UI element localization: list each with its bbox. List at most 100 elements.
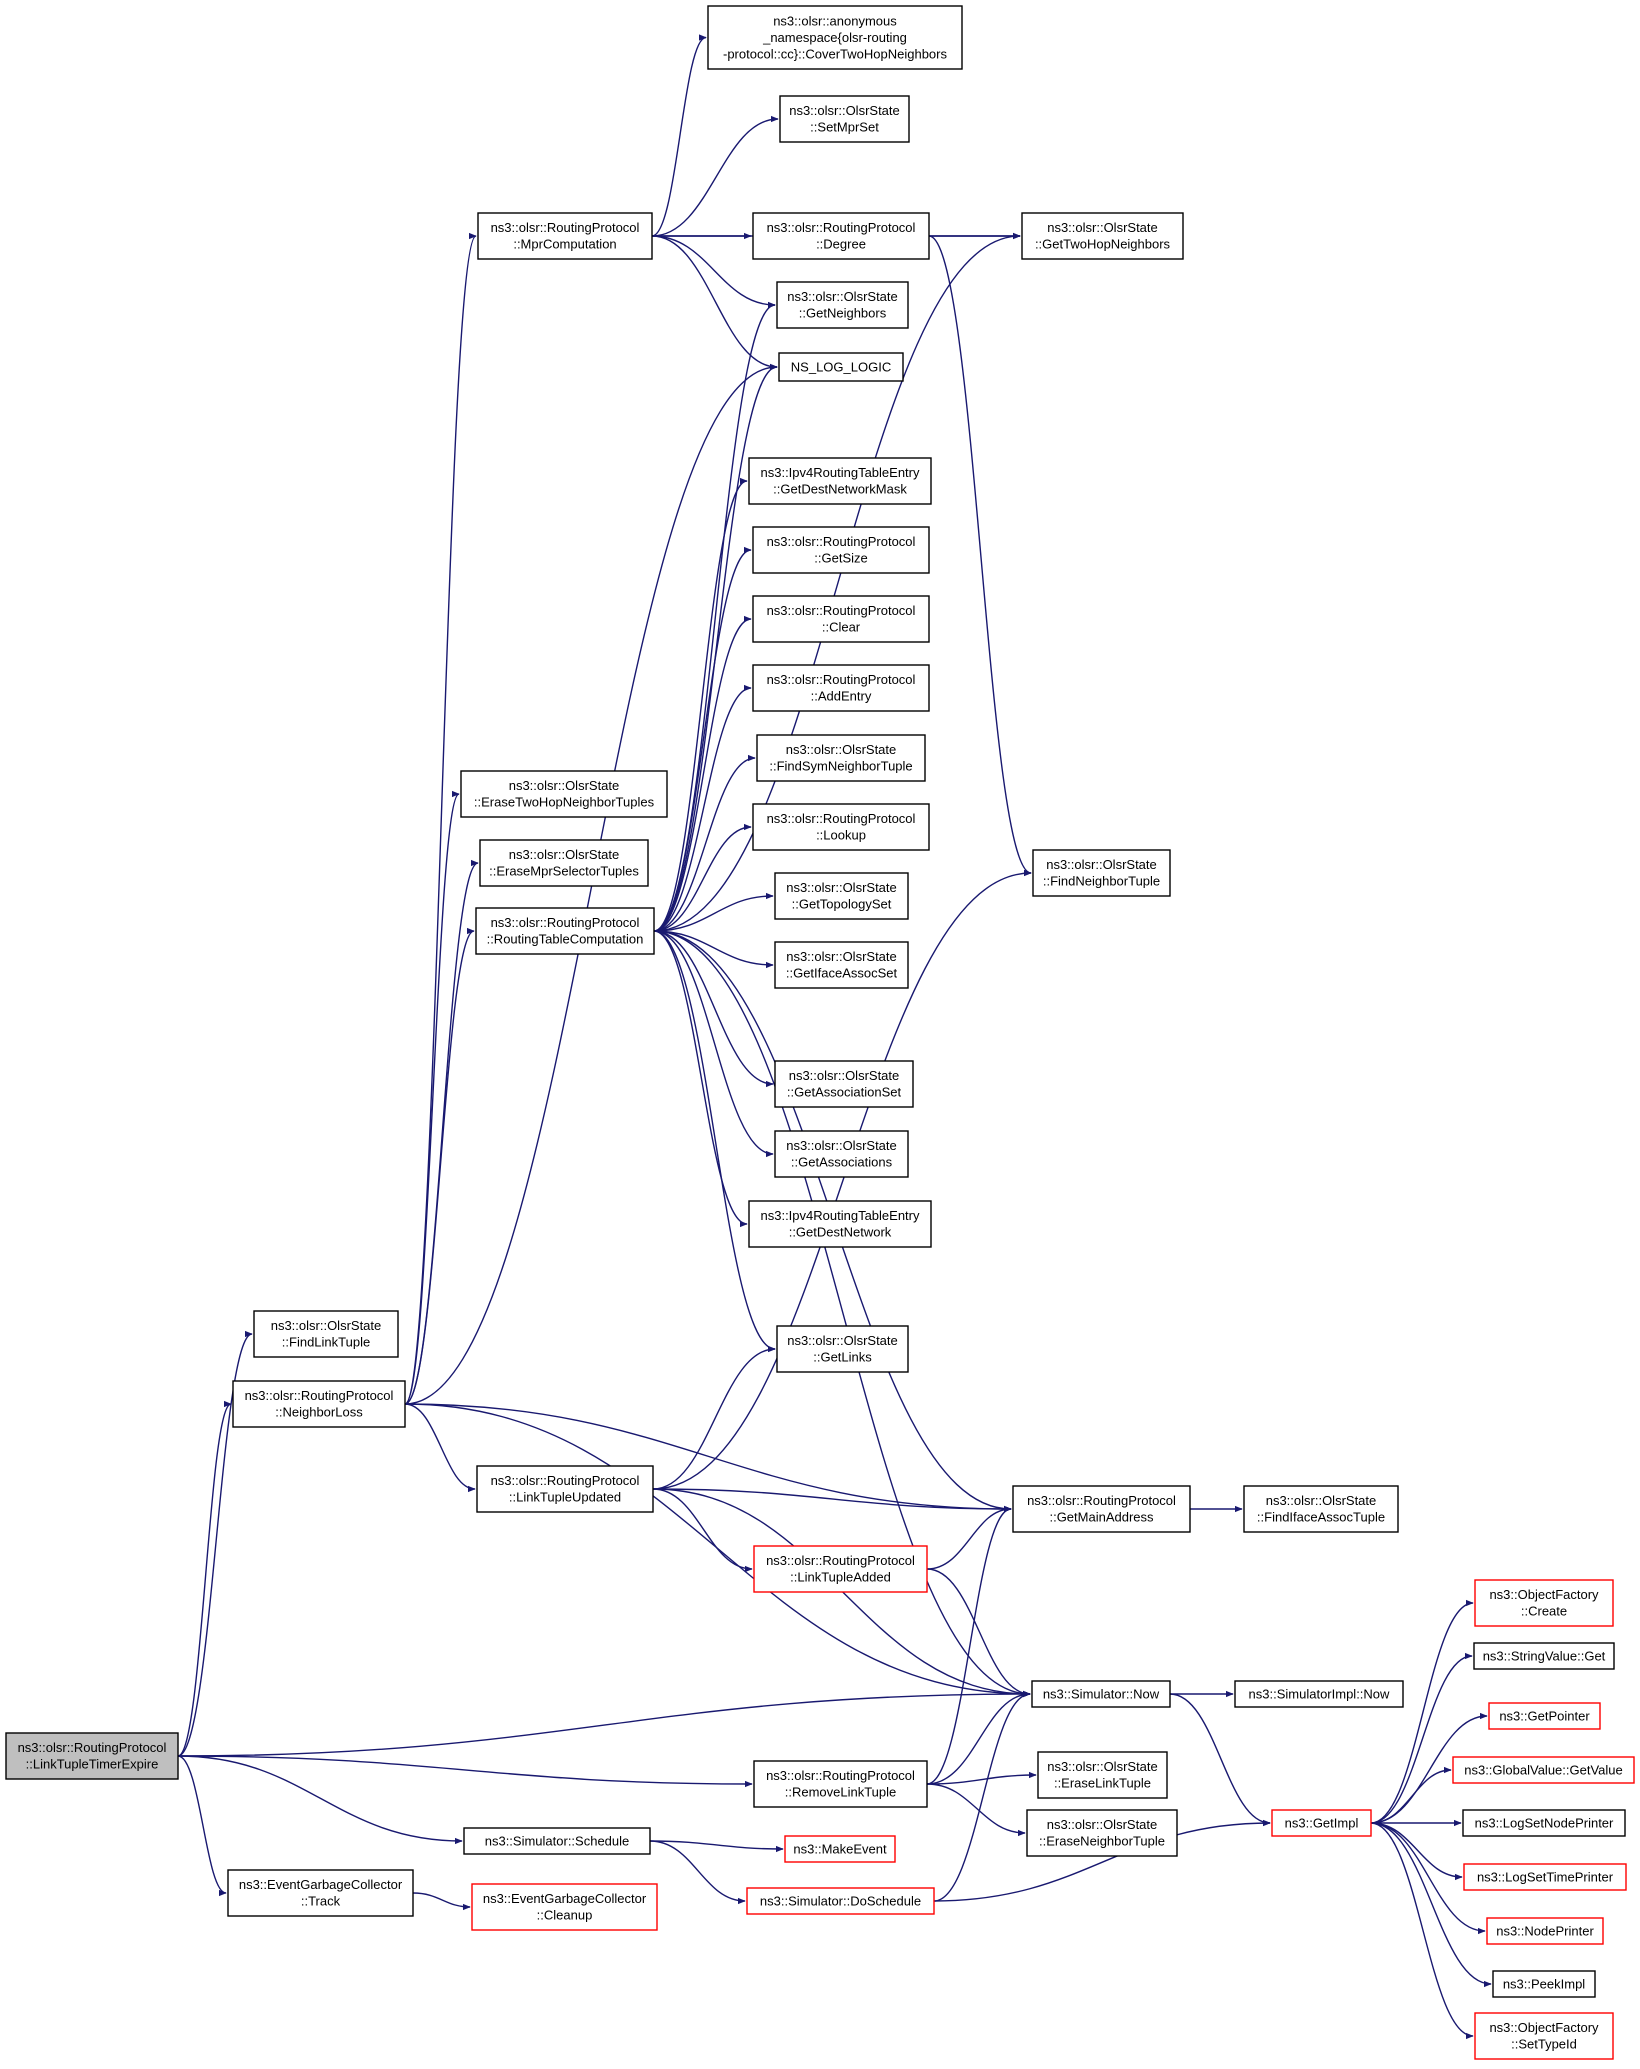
edge-rtc-to-lookup <box>653 823 752 932</box>
node-svGet[interactable]: ns3::StringValue::Get <box>1473 1642 1615 1670</box>
node-getAssocSet[interactable]: ns3::olsr::OlsrState::GetAssociationSet <box>774 1060 914 1108</box>
node-label: ::GetTwoHopNeighbors <box>1035 237 1171 252</box>
edge-mpr-to-getNeighbors <box>651 235 776 309</box>
node-label: ::Track <box>301 1894 341 1909</box>
node-box <box>1486 1917 1604 1945</box>
node-doSchedule[interactable]: ns3::Simulator::DoSchedule <box>746 1887 935 1915</box>
node-label: ::GetIfaceAssocSet <box>786 966 898 981</box>
node-makeEvent[interactable]: ns3::MakeEvent <box>784 1835 896 1863</box>
node-box <box>1012 1485 1191 1533</box>
node-label: ns3::Ipv4RoutingTableEntry <box>761 1208 920 1223</box>
edge-doSchedule-to-getImpl <box>933 1819 1271 1902</box>
node-getImpl[interactable]: ns3::GetImpl <box>1271 1809 1372 1837</box>
node-implNow[interactable]: ns3::SimulatorImpl::Now <box>1234 1680 1404 1708</box>
node-box <box>253 1310 399 1358</box>
node-findNeighbor[interactable]: ns3::olsr::OlsrState::FindNeighborTuple <box>1032 849 1171 897</box>
node-box <box>752 664 930 712</box>
node-eraseNeighbor[interactable]: ns3::olsr::OlsrState::EraseNeighborTuple <box>1026 1809 1178 1857</box>
edge-getImpl-to-peekImpl <box>1370 1822 1492 1988</box>
node-label: -protocol::cc}::CoverTwoHopNeighbors <box>723 46 947 61</box>
node-gdnm[interactable]: ns3::Ipv4RoutingTableEntry::GetDestNetwo… <box>748 457 932 505</box>
node-ltu[interactable]: ns3::olsr::RoutingProtocol::LinkTupleUpd… <box>476 1465 654 1513</box>
node-getSize[interactable]: ns3::olsr::RoutingProtocol::GetSize <box>752 526 930 574</box>
node-box <box>1492 1970 1596 1998</box>
edge-egcTrack-to-egcCleanup <box>412 1892 471 1911</box>
edge-neighborLoss-to-rtc <box>404 927 475 1405</box>
node-box <box>752 526 930 574</box>
node-lookup[interactable]: ns3::olsr::RoutingProtocol::Lookup <box>752 803 930 851</box>
node-getMainAddr[interactable]: ns3::olsr::RoutingProtocol::GetMainAddre… <box>1012 1485 1191 1533</box>
node-rtc[interactable]: ns3::olsr::RoutingProtocol::RoutingTable… <box>475 907 655 955</box>
node-getAssocs[interactable]: ns3::olsr::OlsrState::GetAssociations <box>774 1130 909 1178</box>
edge-root-to-schedule <box>177 1755 463 1845</box>
node-label: ns3::olsr::OlsrState <box>271 1318 382 1333</box>
node-findIface[interactable]: ns3::olsr::OlsrState::FindIfaceAssocTupl… <box>1243 1485 1399 1533</box>
node-getIface[interactable]: ns3::olsr::OlsrState::GetIfaceAssocSet <box>774 941 909 989</box>
node-box <box>776 1325 909 1373</box>
node-box <box>752 803 930 851</box>
node-box <box>756 734 926 782</box>
node-box <box>460 770 668 818</box>
node-label: ns3::olsr::RoutingProtocol <box>767 534 916 549</box>
node-label: ns3::olsr::RoutingProtocol <box>18 1740 167 1755</box>
node-root[interactable]: ns3::olsr::RoutingProtocol::LinkTupleTim… <box>5 1732 179 1780</box>
node-degree[interactable]: ns3::olsr::RoutingProtocol::Degree <box>752 212 930 260</box>
edge-root-to-rlt <box>177 1755 753 1788</box>
node-findLinkTuple[interactable]: ns3::olsr::OlsrState::FindLinkTuple <box>253 1310 399 1358</box>
node-lta[interactable]: ns3::olsr::RoutingProtocol::LinkTupleAdd… <box>753 1545 928 1593</box>
node-label: ns3::GetPointer <box>1499 1708 1590 1723</box>
node-label: ns3::Simulator::Now <box>1043 1686 1160 1701</box>
node-label: ::Degree <box>816 237 866 252</box>
node-box <box>1463 1863 1627 1891</box>
node-mpr[interactable]: ns3::olsr::RoutingProtocol::MprComputati… <box>477 212 653 260</box>
node-rlt[interactable]: ns3::olsr::RoutingProtocol::RemoveLinkTu… <box>753 1760 928 1808</box>
node-now[interactable]: ns3::Simulator::Now <box>1031 1680 1171 1708</box>
node-neighborLoss[interactable]: ns3::olsr::RoutingProtocol::NeighborLoss <box>232 1380 406 1428</box>
node-schedule[interactable]: ns3::Simulator::Schedule <box>463 1827 651 1855</box>
node-getNeighbors[interactable]: ns3::olsr::OlsrState::GetNeighbors <box>776 281 909 329</box>
node-getTwoHop[interactable]: ns3::olsr::OlsrState::GetTwoHopNeighbors <box>1021 212 1184 260</box>
node-label: ::NeighborLoss <box>275 1405 363 1420</box>
node-addEntry[interactable]: ns3::olsr::RoutingProtocol::AddEntry <box>752 664 930 712</box>
node-label: ns3::olsr::RoutingProtocol <box>491 1473 640 1488</box>
edge-ltu-to-lta <box>652 1488 753 1573</box>
node-box <box>1037 1751 1168 1799</box>
node-cover[interactable]: ns3::olsr::anonymous_namespace{olsr-rout… <box>707 5 963 70</box>
node-getLinks[interactable]: ns3::olsr::OlsrState::GetLinks <box>776 1325 909 1373</box>
node-box <box>748 457 932 505</box>
node-ofSetType[interactable]: ns3::ObjectFactory::SetTypeId <box>1474 2012 1614 2060</box>
node-findSym[interactable]: ns3::olsr::OlsrState::FindSymNeighborTup… <box>756 734 926 782</box>
node-label: ::FindLinkTuple <box>282 1335 370 1350</box>
edge-rtc-to-now <box>653 930 1031 1698</box>
node-label: ns3::olsr::RoutingProtocol <box>767 603 916 618</box>
edge-getImpl-to-svGet <box>1370 1652 1473 1824</box>
node-logNode[interactable]: ns3::LogSetNodePrinter <box>1462 1809 1626 1837</box>
node-egcTrack[interactable]: ns3::EventGarbageCollector::Track <box>227 1869 414 1917</box>
node-eraseTwoHopNT[interactable]: ns3::olsr::OlsrState::EraseTwoHopNeighbo… <box>460 770 668 818</box>
node-gdn[interactable]: ns3::Ipv4RoutingTableEntry::GetDestNetwo… <box>748 1200 932 1248</box>
node-eraseMprST[interactable]: ns3::olsr::OlsrState::EraseMprSelectorTu… <box>479 839 649 887</box>
node-box <box>232 1380 406 1428</box>
node-box <box>1021 212 1184 260</box>
node-label: ns3::olsr::OlsrState <box>1047 1759 1158 1774</box>
edge-rlt-to-eraseNeighbor <box>926 1783 1026 1837</box>
node-setMprSet[interactable]: ns3::olsr::OlsrState::SetMprSet <box>779 95 910 143</box>
node-label: ::GetMainAddress <box>1049 1510 1154 1525</box>
node-ofCreate[interactable]: ns3::ObjectFactory::Create <box>1474 1579 1614 1627</box>
node-logTime[interactable]: ns3::LogSetTimePrinter <box>1463 1863 1627 1891</box>
node-gvGet[interactable]: ns3::GlobalValue::GetValue <box>1452 1756 1635 1784</box>
node-label: ns3::olsr::OlsrState <box>789 103 900 118</box>
node-label: ns3::ObjectFactory <box>1489 2020 1599 2035</box>
node-egcCleanup[interactable]: ns3::EventGarbageCollector::Cleanup <box>471 1883 658 1931</box>
node-eraseLink[interactable]: ns3::olsr::OlsrState::EraseLinkTuple <box>1037 1751 1168 1799</box>
node-label: ::SetTypeId <box>1511 2037 1577 2052</box>
node-label: ::SetMprSet <box>810 120 879 135</box>
edge-degree-to-findNeighbor <box>928 235 1032 877</box>
node-nslog[interactable]: NS_LOG_LOGIC <box>778 352 904 382</box>
node-box <box>1474 1579 1614 1627</box>
node-clear[interactable]: ns3::olsr::RoutingProtocol::Clear <box>752 595 930 643</box>
node-getPointer[interactable]: ns3::GetPointer <box>1488 1702 1601 1730</box>
node-peekImpl[interactable]: ns3::PeekImpl <box>1492 1970 1596 1998</box>
node-getTopo[interactable]: ns3::olsr::OlsrState::GetTopologySet <box>774 872 909 920</box>
node-nodePrinter[interactable]: ns3::NodePrinter <box>1486 1917 1604 1945</box>
